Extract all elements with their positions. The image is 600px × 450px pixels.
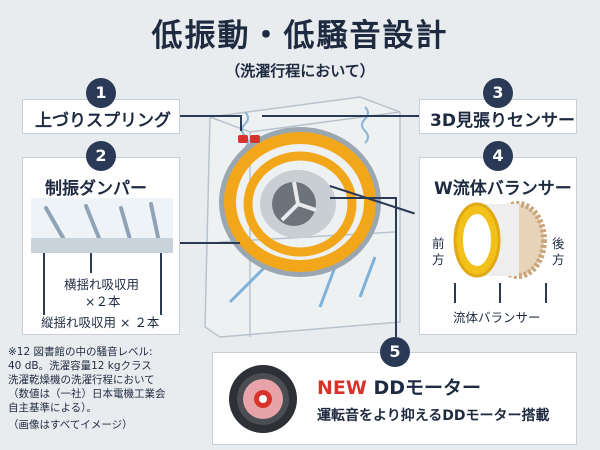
feature-2-box: 制振ダンパー 横揺れ吸収用 ×２本 縦揺れ吸収用 × ２本 [22,157,180,335]
motor-icon [229,365,297,433]
page-title: 低振動・低騒音設計 [151,18,449,54]
feature-5-connector-h [330,197,395,199]
feature-4-label: W流体バランサー [434,179,572,199]
feature-1-connector [180,115,240,117]
damper-photo [31,198,173,253]
note-line: （数値は（一社）日本電機工業会 [8,388,166,400]
feature-5-label: DDモーター [366,377,482,399]
note-line: 洗濯乾燥機の洗濯行程において [8,374,155,386]
feature-1-number: 1 [86,78,116,108]
feature-3-number: 3 [483,78,513,108]
feature-1-label: 上づりスプリング [35,111,171,131]
feature-2-connector [180,242,240,244]
new-badge: NEW [317,377,367,399]
feature-2-label: 制振ダンパー [45,179,147,199]
drum-icon [219,127,381,277]
washing-machine-illustration [204,96,401,338]
note-line: （画像はすべてイメージ） [8,419,133,431]
feature-1-connector-v [240,115,242,131]
note-line: 40 dB。洗濯容量12 kgクラス [8,360,152,372]
feature-5-title: NEW DDモーター [317,373,481,400]
feature-4-number: 4 [483,141,513,171]
balancer-bracket-right [545,283,547,303]
feature-5-box: NEW DDモーター 運転音をより抑えるDDモーター搭載 [212,352,577,445]
note-line: ※12 図書館の中の騒音レベル: [8,346,153,358]
damper-line-2: ×２本 [85,294,121,309]
balancer-label: 流体バランサー [453,310,541,325]
feature-5-desc: 運転音をより抑えるDDモーター搭載 [317,408,550,424]
balancer-bracket-mid [499,283,501,303]
balancer-back-label: 後 方 [552,236,565,267]
feature-3-label: 3D見張りセンサー [430,111,575,131]
note-line: 自主基準による）。 [8,402,97,414]
spring-icon [241,106,369,149]
balancer-bracket-left [454,283,456,303]
footnote: ※12 図書館の中の騒音レベル: 40 dB。洗濯容量12 kgクラス 洗濯乾燥… [8,345,203,432]
damper-bracket-right [160,253,162,315]
damper-bracket-left [43,253,45,315]
feature-5-number: 5 [380,337,410,367]
damper-bracket-mid [90,253,92,273]
balancer-illustration [453,201,547,279]
damper-line-3: 縦揺れ吸収用 × ２本 [41,315,160,330]
feature-5-connector-v [395,197,397,337]
page-subtitle: （洗濯行程において） [225,62,375,80]
feature-3-connector [262,115,419,117]
sensor-icon [238,135,260,143]
feature-4-box: W流体バランサー 前 方 後 方 流体バランサー [419,157,577,335]
balancer-front-label: 前 方 [432,236,445,267]
damper-line-1: 横揺れ吸収用 [64,277,140,292]
feature-2-number: 2 [86,141,116,171]
